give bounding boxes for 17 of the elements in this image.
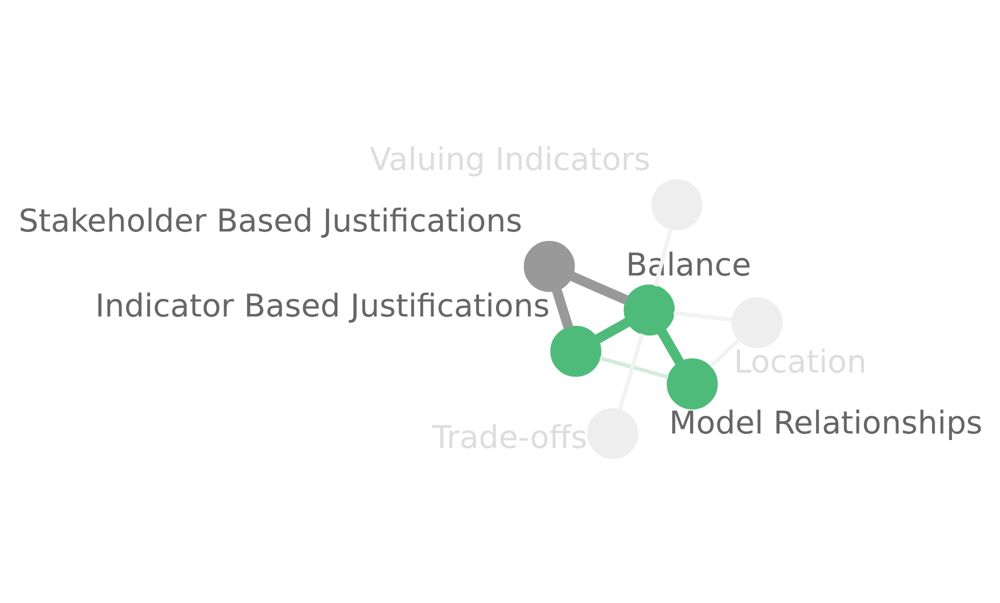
node-label: Indicator Based Justifications (95, 288, 550, 325)
connector (570, 272, 629, 305)
connector (552, 288, 573, 329)
connector (595, 318, 630, 344)
node-label: Balance (626, 247, 752, 284)
connector (654, 228, 673, 287)
node-circle (524, 240, 575, 292)
connector (657, 328, 684, 365)
node-label: Stakeholder Based Justifications (18, 204, 522, 240)
connector (709, 338, 740, 368)
connector (673, 310, 732, 322)
node-circle (624, 284, 675, 336)
node-circle (550, 326, 602, 377)
connector (618, 333, 644, 410)
connector (599, 356, 669, 380)
node-label: Model Relationships (669, 406, 983, 442)
node-circle (666, 358, 718, 410)
